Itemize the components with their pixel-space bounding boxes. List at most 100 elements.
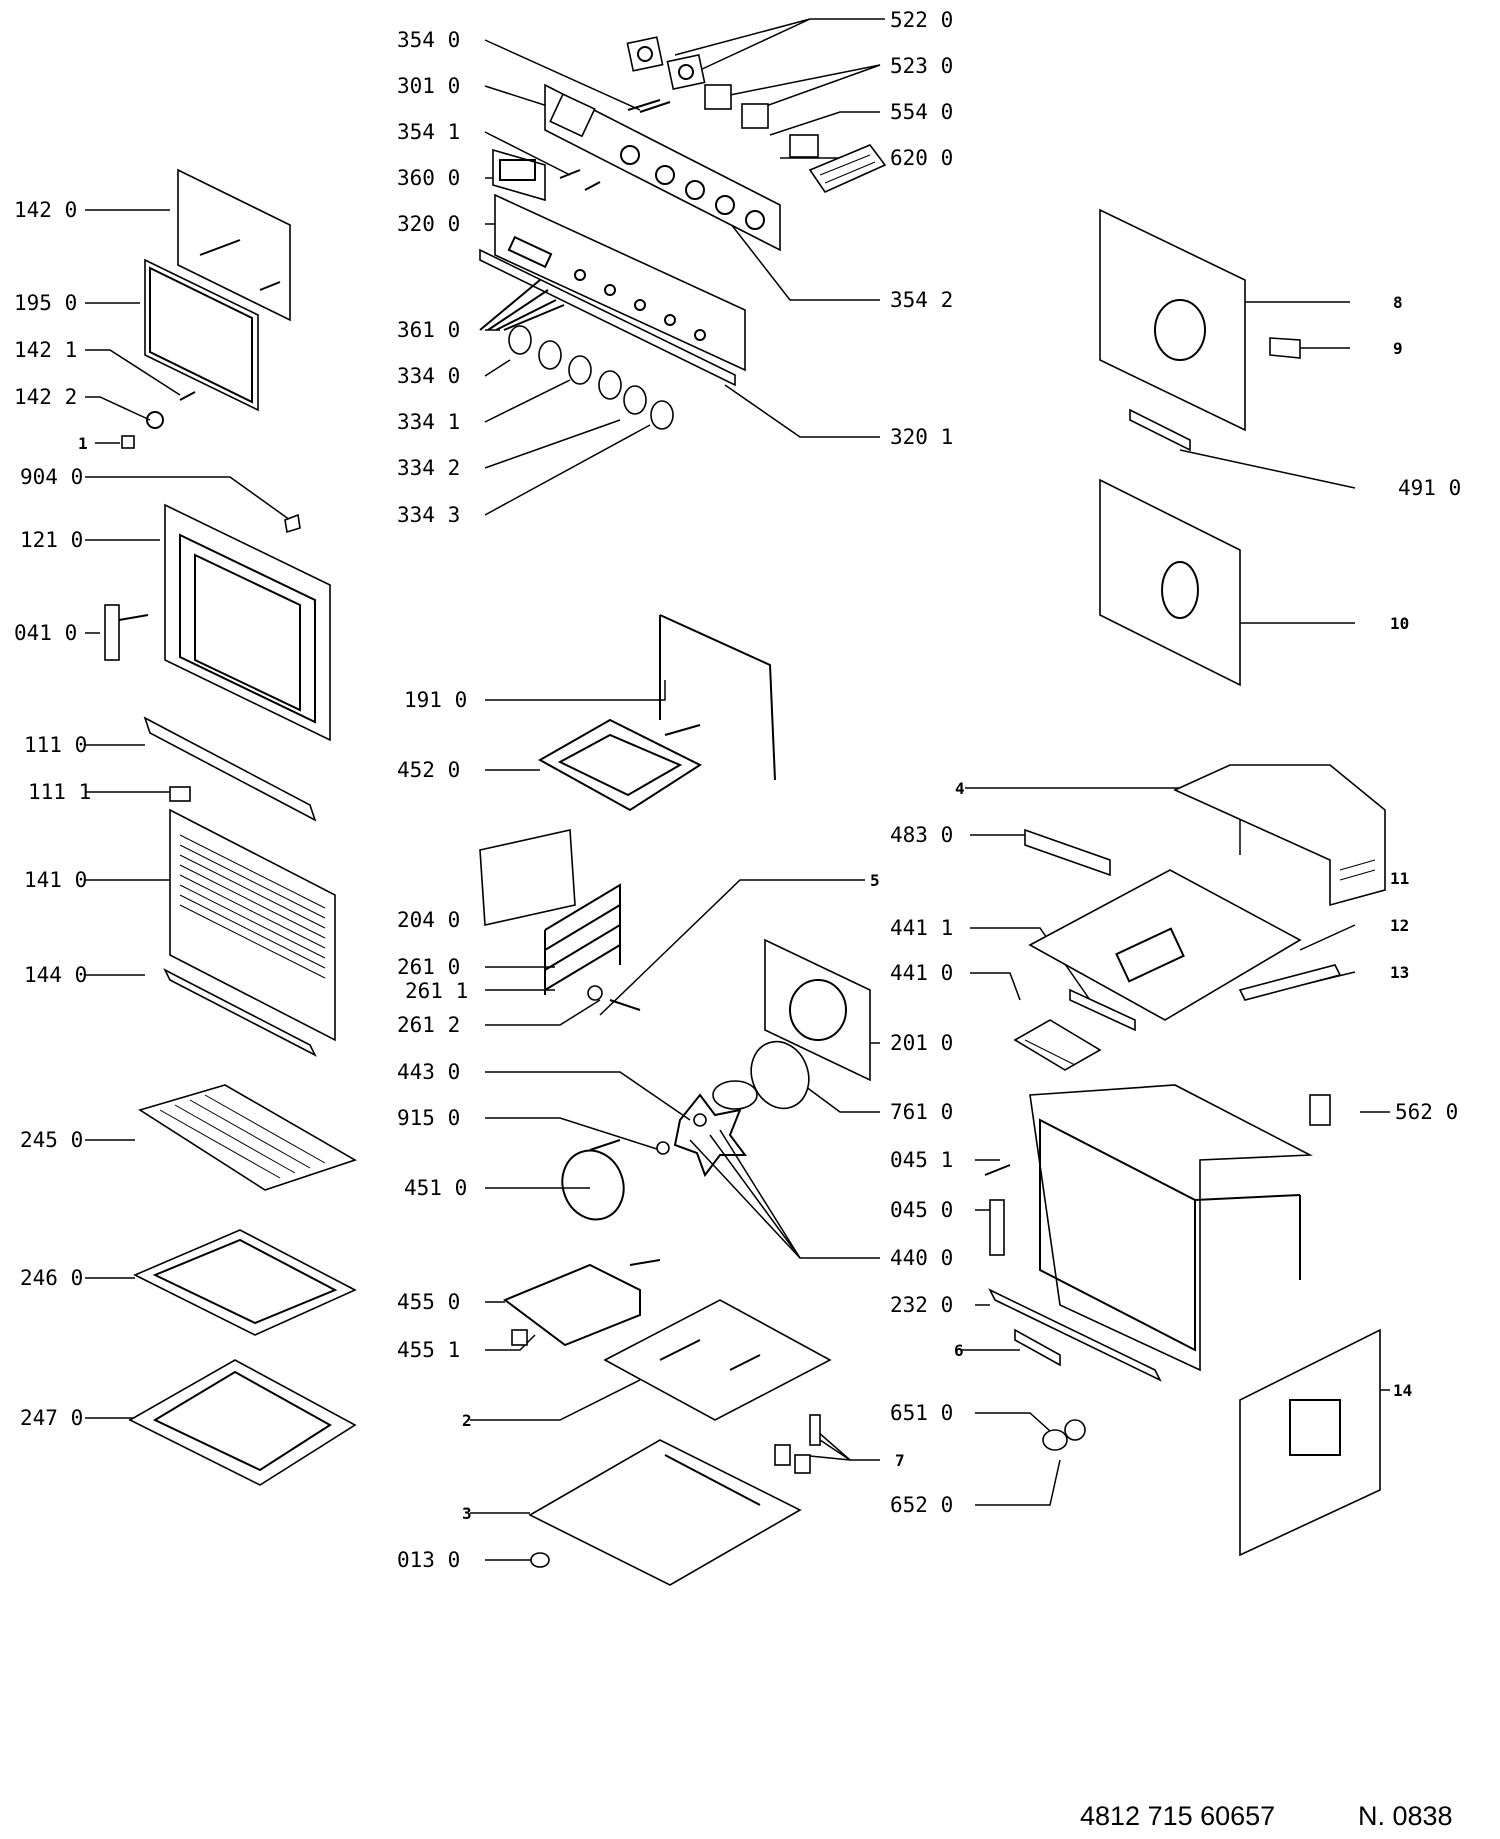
label-361: 361 0 [397, 318, 460, 342]
label-10: 10 [1390, 614, 1409, 633]
screw-354-icon [559, 169, 601, 191]
label-9: 9 [1393, 339, 1403, 358]
label-11: 11 [1390, 869, 1409, 888]
label-245: 245 0 [20, 1128, 83, 1152]
label-191: 191 0 [404, 688, 467, 712]
label-452: 452 0 [397, 758, 460, 782]
gasket-761-icon [750, 1040, 810, 1110]
sheet-number: N. 0838 [1358, 1801, 1453, 1831]
label-320: 320 0 [397, 212, 460, 236]
plate-204-icon [479, 829, 576, 926]
label-111-1: 111 1 [28, 780, 91, 804]
terminal-491-icon [1129, 408, 1191, 452]
outer-door-141-icon [169, 808, 336, 1042]
label-142-0: 142 0 [14, 198, 77, 222]
label-354-1: 354 1 [397, 120, 460, 144]
label-301: 301 0 [397, 74, 460, 98]
base-plate-2-icon [603, 1299, 832, 1421]
terminal-strip-483-icon [1024, 828, 1111, 877]
label-354-0: 354 0 [397, 28, 460, 52]
label-246: 246 0 [20, 1266, 83, 1290]
leader-lines [85, 18, 1390, 1561]
label-522: 522 0 [890, 8, 953, 32]
label-915: 915 0 [397, 1106, 460, 1130]
label-441-1: 441 1 [890, 916, 953, 940]
rear-cover-8-icon [1099, 208, 1246, 432]
label-334-0: 334 0 [397, 364, 460, 388]
label-14: 14 [1393, 1381, 1412, 1400]
label-141: 141 0 [24, 868, 87, 892]
label-261-0: 261 0 [397, 955, 460, 979]
fascia-320-icon [479, 193, 746, 387]
label-320-1: 320 1 [890, 425, 953, 449]
brackets-7-icon [774, 1414, 821, 1474]
label-2: 2 [462, 1411, 472, 1430]
label-443: 443 0 [397, 1060, 460, 1084]
rear-panel-14-icon [1239, 1328, 1381, 1557]
mounting-plate-12-icon [1028, 869, 1302, 1021]
label-440: 440 0 [890, 1246, 953, 1270]
part-number: 4812 715 60657 [1080, 1801, 1275, 1831]
ring-element-451-icon [561, 1139, 625, 1221]
label-455-1: 455 1 [397, 1338, 460, 1362]
wire-rack-245-icon [138, 1084, 357, 1191]
label-4: 4 [955, 779, 965, 798]
deep-tray-247-icon [128, 1359, 357, 1486]
bar-4411-icon [1069, 988, 1136, 1032]
label-12: 12 [1390, 916, 1409, 935]
label-651: 651 0 [890, 1401, 953, 1425]
label-360: 360 0 [397, 166, 460, 190]
fan-cover-201-icon [764, 938, 871, 1082]
oven-cavity-icon [1029, 1084, 1314, 1372]
label-554: 554 0 [890, 100, 953, 124]
label-013: 013 0 [397, 1548, 460, 1572]
label-455-0: 455 0 [397, 1290, 460, 1314]
label-142-1: 142 1 [14, 338, 77, 362]
pin-904-icon [284, 513, 301, 534]
top-cover-11-icon [1173, 764, 1386, 907]
label-354-2: 354 2 [890, 288, 953, 312]
bracket-261-icon [587, 985, 641, 1011]
clock-360-icon [492, 148, 546, 202]
label-142-2: 142 2 [14, 385, 77, 409]
part-shapes [104, 36, 1386, 1586]
hinge-041-icon [104, 604, 149, 661]
side-rail-261-icon [544, 883, 621, 995]
trim-144-icon [163, 968, 317, 1057]
motor-440-icon [712, 1080, 758, 1110]
screw-142-icon [121, 391, 196, 449]
label-1: 1 [78, 434, 88, 453]
label-334-1: 334 1 [397, 410, 460, 434]
wiring-361-icon [479, 279, 565, 331]
heater-441-icon [1013, 1019, 1102, 1071]
label-261-2: 261 2 [397, 1013, 460, 1037]
bracket-6-icon [1014, 1328, 1061, 1367]
label-204: 204 0 [397, 908, 460, 932]
label-045-1: 045 1 [890, 1148, 953, 1172]
label-111-0: 111 0 [24, 733, 87, 757]
rail-232-icon [988, 1288, 1162, 1382]
handle-111-icon [143, 716, 317, 822]
label-562: 562 0 [1395, 1100, 1458, 1124]
label-232: 232 0 [890, 1293, 953, 1317]
bottom-panel-3-icon [528, 1439, 802, 1586]
switch-522-icon [626, 36, 706, 90]
label-5: 5 [870, 871, 880, 890]
connector-554-icon [789, 134, 819, 158]
label-144: 144 0 [24, 963, 87, 987]
footer: 4812 715 60657 N. 0838 [1080, 1801, 1453, 1831]
label-041: 041 0 [14, 621, 77, 645]
nut-915-icon [656, 1141, 670, 1155]
label-247: 247 0 [20, 1406, 83, 1430]
label-7: 7 [895, 1451, 905, 1470]
label-451: 451 0 [404, 1176, 467, 1200]
label-483: 483 0 [890, 823, 953, 847]
door-frame-121-icon [164, 503, 331, 742]
switch-523-icon [704, 84, 769, 129]
label-8: 8 [1393, 293, 1403, 312]
label-13: 13 [1390, 963, 1409, 982]
label-491: 491 0 [1398, 476, 1461, 500]
rail-13-icon [1238, 964, 1342, 1001]
switch-562-icon [1309, 1094, 1331, 1126]
